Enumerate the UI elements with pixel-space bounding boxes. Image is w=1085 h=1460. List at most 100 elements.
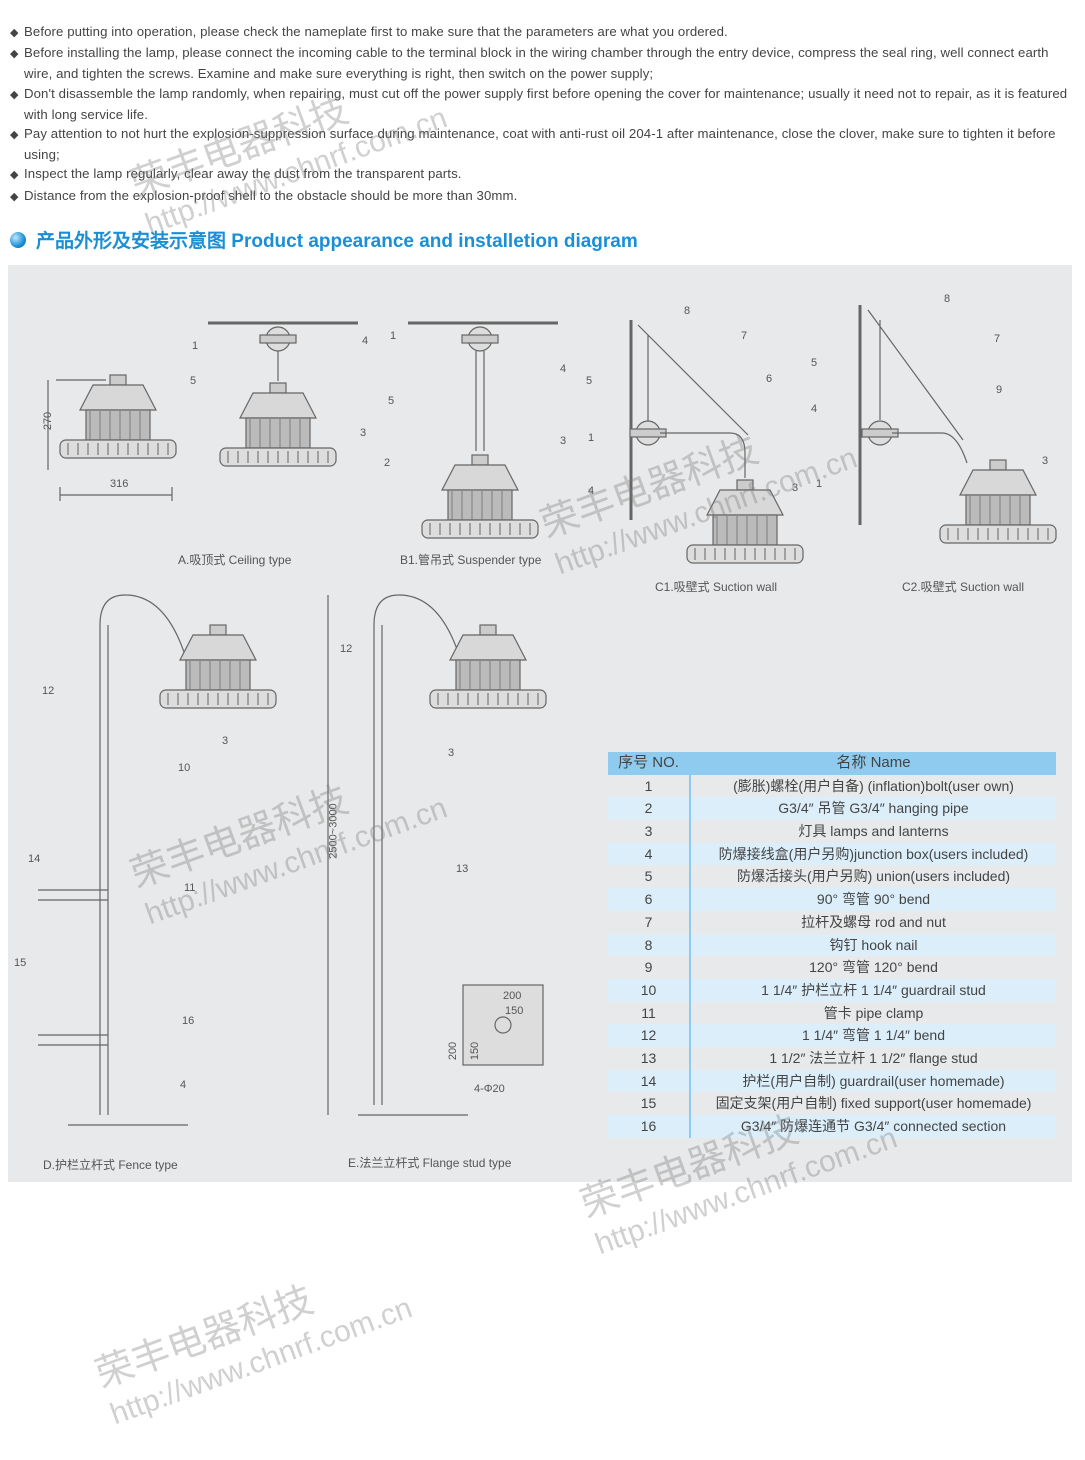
- table-header: 序号 NO. 名称 Name: [608, 752, 1056, 775]
- row-name: 1 1/2″ 法兰立杆 1 1/2″ flange stud: [769, 1049, 978, 1066]
- callout: 4: [560, 363, 567, 375]
- callout: 5: [586, 375, 593, 387]
- row-name: 1 1/4″ 护栏立杆 1 1/4″ guardrail stud: [761, 981, 986, 998]
- row-no: 11: [608, 1001, 691, 1025]
- callout: 14: [28, 853, 41, 865]
- caption-ceiling-type: A.吸顶式 Ceiling type: [178, 553, 292, 567]
- callout: 9: [996, 384, 1003, 396]
- row-name: 固定支架(用户自制) fixed support(user homemade): [715, 1095, 1032, 1112]
- row-name: 120° 弯管 120° bend: [809, 959, 938, 976]
- callout: 5: [811, 357, 818, 369]
- row-name: 管卡 pipe clamp: [823, 1004, 924, 1021]
- row-name: 防爆活接头(用户另购) union(users included): [736, 868, 1011, 885]
- callout: 15: [14, 957, 27, 969]
- callout: 7: [741, 330, 748, 342]
- table-row: 11 管卡 pipe clamp: [608, 1001, 1056, 1025]
- dim-height: 270: [42, 411, 55, 431]
- caption-suspender-type: B1.管吊式 Suspender type: [400, 553, 542, 567]
- table-row: 2 G3/4″ 吊管 G3/4″ hanging pipe: [608, 797, 1056, 821]
- row-name: 护栏(用户自制) guardrail(user homemade): [742, 1072, 1005, 1089]
- callout: 7: [994, 333, 1001, 345]
- parts-table: 序号 NO. 名称 Name 1 (膨胀)螺栓(用户自备) (inflation)…: [608, 752, 1056, 1138]
- note-item: ◆Before installing the lamp, please conn…: [10, 45, 1049, 82]
- callout: 3: [1042, 455, 1049, 467]
- row-name: G3/4″ 防爆连通节 G3/4″ connected section: [740, 1118, 1007, 1134]
- table-row: 7 拉杆及螺母 rod and nut: [608, 910, 1056, 934]
- row-no: 9: [608, 956, 691, 979]
- section-heading: 产品外形及安装示意图 Product appearance and instal…: [10, 226, 638, 253]
- dim-width: 316: [110, 478, 129, 490]
- row-no: 1: [608, 774, 691, 798]
- row-name: 拉杆及螺母 rod and nut: [801, 913, 946, 930]
- row-no: 16: [608, 1115, 691, 1138]
- dim-flange-h150: 150: [469, 1041, 482, 1061]
- table-row: 15 固定支架(用户自制) fixed support(user homemade…: [608, 1092, 1056, 1115]
- caption-fence-type: D.护栏立杆式 Fence type: [43, 1158, 178, 1172]
- dim-holes: 4-Φ20: [474, 1083, 505, 1095]
- callout: 5: [190, 375, 197, 387]
- diagram-panel: 270 316 2500~3000 200 150 200 150 4-Φ20 …: [8, 265, 1072, 1182]
- callout: 12: [340, 643, 353, 655]
- callout: 4: [180, 1079, 187, 1091]
- callout: 3: [560, 435, 567, 447]
- callout: 11: [184, 882, 196, 894]
- callout: 5: [388, 395, 395, 407]
- dim-pole-height: 2500~3000: [327, 803, 340, 859]
- note-item: ◆Inspect the lamp regularly, clear away …: [10, 166, 462, 182]
- callout: 12: [42, 685, 55, 697]
- note-item: ◆Distance from the explosion-proof shell…: [10, 187, 518, 203]
- row-name: 灯具 lamps and lanterns: [798, 823, 949, 840]
- callout: 4: [811, 403, 818, 415]
- row-no: 10: [608, 978, 691, 1002]
- caption-flange-stud-type: E.法兰立杆式 Flange stud type: [348, 1156, 512, 1170]
- callout: 3: [360, 427, 367, 439]
- callout: 8: [684, 305, 691, 317]
- caption-suction-wall-c2: C2.吸壁式 Suction wall: [902, 580, 1025, 594]
- callout: 13: [456, 863, 469, 875]
- header-no: 序号 NO.: [608, 752, 691, 775]
- callout: 6: [766, 373, 773, 385]
- row-no: 6: [608, 888, 691, 911]
- dim-flange-150: 150: [505, 1005, 524, 1017]
- row-no: 4: [608, 842, 691, 866]
- callout: 4: [588, 485, 595, 497]
- callout: 1: [816, 478, 823, 490]
- note-item: ◆Don't disassemble the lamp randomly, wh…: [10, 85, 1068, 122]
- row-name: 1 1/4″ 弯管 1 1/4″ bend: [801, 1027, 945, 1044]
- row-name: 钩钉 hook nail: [829, 936, 918, 953]
- row-no: 5: [608, 865, 691, 889]
- dim-flange-200: 200: [503, 990, 522, 1002]
- dim-flange-h200: 200: [447, 1041, 460, 1061]
- row-name: (膨胀)螺栓(用户自备) (inflation)bolt(user own): [733, 777, 1014, 794]
- callout: 1: [390, 330, 397, 342]
- callout: 16: [182, 1015, 195, 1027]
- row-no: 2: [608, 797, 691, 821]
- row-name: G3/4″ 吊管 G3/4″ hanging pipe: [778, 800, 969, 817]
- row-name: 90° 弯管 90° bend: [816, 891, 931, 908]
- note-item: ◆Before putting into operation, please c…: [10, 24, 728, 39]
- note-item: ◆Pay attention to not hurt the explosion…: [10, 126, 1056, 163]
- callout: 1: [588, 432, 595, 444]
- table-row: 5 防爆活接头(用户另购) union(users included): [608, 865, 1056, 889]
- installation-notes: ◆Before putting into operation, please c…: [10, 22, 1080, 207]
- lamp-a: [59, 374, 177, 459]
- header-name: 名称 Name: [836, 754, 911, 771]
- callout: 1: [192, 340, 199, 352]
- callout: 3: [448, 747, 455, 759]
- callout: 3: [222, 735, 229, 747]
- row-no: 14: [608, 1069, 691, 1093]
- table-row: 14 护栏(用户自制) guardrail(user homemade): [608, 1069, 1056, 1093]
- table-row: 16 G3/4″ 防爆连通节 G3/4″ connected section: [608, 1115, 1056, 1138]
- row-no: 15: [608, 1092, 691, 1115]
- installation-drawings: [38, 305, 1057, 1126]
- callout: 3: [792, 482, 799, 494]
- table-row: 10 1 1/4″ 护栏立杆 1 1/4″ guardrail stud: [608, 978, 1056, 1002]
- callout: 4: [362, 335, 369, 347]
- row-no: 7: [608, 910, 691, 934]
- caption-suction-wall-c1: C1.吸壁式 Suction wall: [655, 580, 778, 594]
